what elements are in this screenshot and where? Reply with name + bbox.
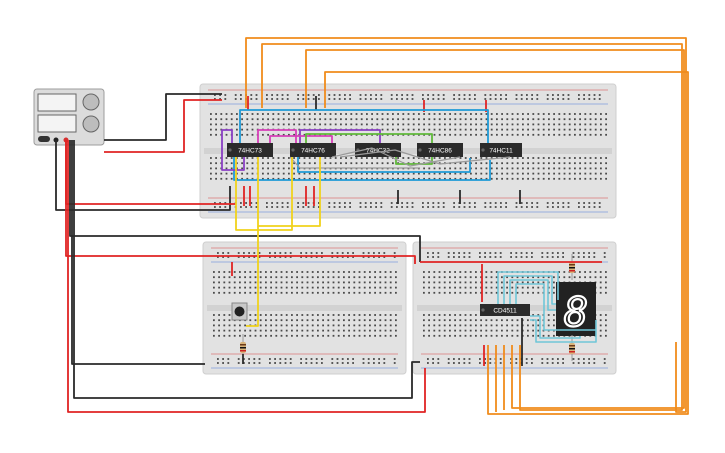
wire-green [305,133,433,143]
wire-yellow [246,226,259,327]
chip-label: 74HC73 [238,148,262,155]
wire-black [73,140,420,399]
wire-purple [221,129,245,171]
wire-yellow [235,157,293,231]
wire-lightblue [497,271,559,304]
chip-74hc86[interactable]: 74HC86 [417,143,463,157]
wire-lightblue [530,315,581,339]
wire-blue [239,109,489,143]
wire-red [104,99,222,153]
wire-blue [233,157,491,181]
display-digit: 8 [564,290,588,336]
wire-magenta [269,135,333,143]
wire-orange [245,37,687,413]
wire-black [69,140,421,262]
wire-lightblue [509,279,556,311]
wire-gray [331,147,461,167]
dc-power-supply[interactable] [33,88,105,146]
chip-74hc76[interactable]: 74HC76 [290,143,336,157]
chip-label: 74HC86 [428,148,452,155]
resistor-2[interactable] [569,254,575,280]
wire-lightblue [530,319,597,343]
wire-gray [289,156,420,169]
wire-orange [324,71,689,415]
wires [55,37,689,415]
chip-label: CD4511 [493,308,517,315]
chip-74hc11[interactable]: 74HC11 [480,143,522,157]
wire-gray [339,149,511,165]
wire-green [395,157,433,165]
wire-lightblue [515,283,596,331]
wire-orange [261,43,683,411]
wire-red [65,140,416,264]
chip-label: 74HC11 [489,148,513,155]
push-button[interactable] [231,302,248,321]
resistor-3[interactable] [569,335,575,361]
wire-orange [305,49,685,409]
chip-label: 74HC76 [301,148,325,155]
wire-lightblue [503,275,556,305]
wire-black [71,140,205,365]
breadboard-bottom-left[interactable] [202,241,407,375]
wire-yellow [257,157,321,227]
wire-red [67,140,426,413]
wire-black [55,140,231,211]
wire-blue [297,157,471,173]
wire-black [104,93,222,141]
chip-cd4511[interactable]: CD4511 [480,304,530,316]
seven-segment-display[interactable]: 8 [556,282,596,337]
chip-74hc73[interactable]: 74HC73 [227,143,273,157]
